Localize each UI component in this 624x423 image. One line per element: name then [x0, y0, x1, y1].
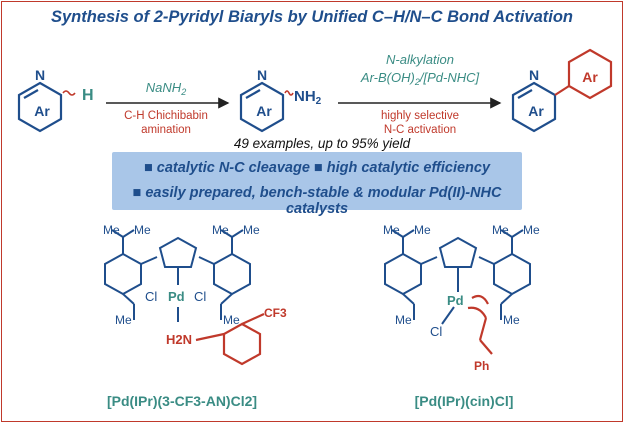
- me-label: Me: [134, 223, 151, 237]
- ring-n-2: N: [257, 67, 267, 83]
- ring-label-ar-3: Ar: [528, 103, 544, 119]
- figure-title: Synthesis of 2-Pyridyl Biaryls by Unifie…: [51, 8, 573, 26]
- pyridine-starting: [17, 81, 63, 133]
- step2-reagent-2: Ar-B(OH)2/[Pd-NHC]: [360, 70, 480, 87]
- squiggle-bond-1: [62, 90, 76, 96]
- me-label: Me: [523, 223, 540, 237]
- ring-n-3: N: [529, 67, 539, 83]
- me-label: Me: [243, 223, 260, 237]
- ph-label: Ph: [474, 359, 489, 373]
- cl-label: Cl: [430, 324, 442, 339]
- ring-label-ar-1: Ar: [34, 103, 50, 119]
- me-label: Me: [115, 313, 132, 327]
- biaryl-bond: [554, 85, 570, 96]
- pyridine-amine: [239, 81, 285, 133]
- me-label: Me: [383, 223, 400, 237]
- highlight-line-2: ■ easily prepared, bench-stable & modula…: [132, 185, 502, 217]
- highlight-line-1: ■ catalytic N-C cleavage ■ high catalyti…: [143, 160, 491, 176]
- me-label: Me: [492, 223, 509, 237]
- catalyst-right-structure: [384, 229, 531, 325]
- h2n-label: H2N: [166, 332, 192, 347]
- cf3-label: CF3: [264, 306, 287, 320]
- me-label: Me: [223, 313, 240, 327]
- catalyst-left-structure: [104, 229, 251, 322]
- cl-label: Cl: [194, 289, 206, 304]
- pd-label: Pd: [168, 289, 185, 304]
- pd-label: Pd: [447, 293, 464, 308]
- step1-note-1: C-H Chichibabin: [124, 110, 208, 122]
- me-label: Me: [212, 223, 229, 237]
- cl-label: Cl: [145, 289, 157, 304]
- aniline-ring: [195, 312, 265, 366]
- ring-label-ar-2: Ar: [256, 103, 272, 119]
- squiggle-bond-2: [284, 90, 294, 96]
- aryl-ring-product: [567, 48, 613, 100]
- ring-label-ar-product: Ar: [582, 69, 598, 85]
- highlight-box: ■ catalytic N-C cleavage ■ high catalyti…: [112, 152, 522, 217]
- me-label: Me: [503, 313, 520, 327]
- me-label: Me: [103, 223, 120, 237]
- yield-note: 49 examples, up to 95% yield: [234, 136, 411, 151]
- step2-note-1: highly selective: [381, 110, 459, 122]
- substituent-h: H: [82, 87, 94, 104]
- step2-reagent-1: N-alkylation: [386, 52, 454, 67]
- ring-n-1: N: [35, 67, 45, 83]
- substituent-nh2: NH2: [294, 88, 322, 107]
- step2-note-2: N-C activation: [384, 124, 456, 136]
- step1-reagent: NaNH2: [146, 80, 186, 97]
- catalyst-left-name: [Pd(IPr)(3-CF3-AN)Cl2]: [107, 393, 257, 409]
- catalyst-right-name: [Pd(IPr)(cin)Cl]: [415, 393, 514, 409]
- step1-note-2: amination: [141, 124, 191, 136]
- me-label: Me: [414, 223, 431, 237]
- cinnamyl-ligand: [467, 294, 493, 355]
- me-label: Me: [395, 313, 412, 327]
